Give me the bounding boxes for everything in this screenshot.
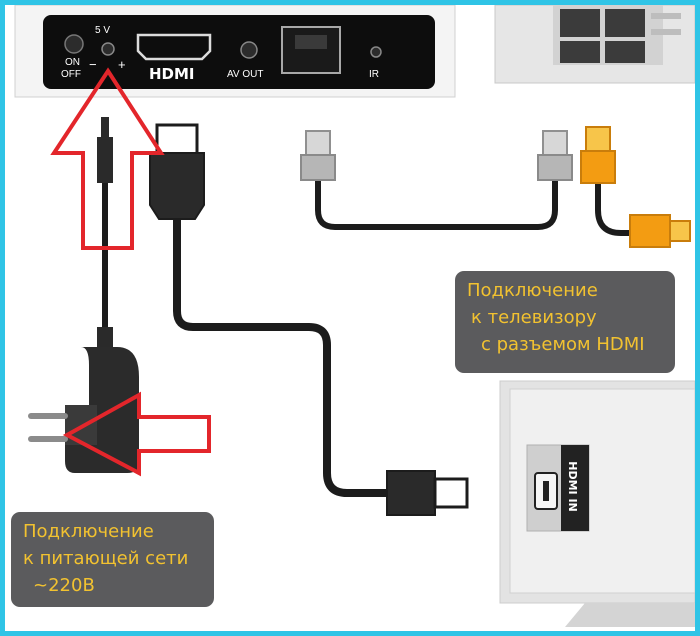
onoff-button-icon xyxy=(64,34,84,54)
power-plug-arrow xyxy=(62,391,211,477)
power-jack-icon xyxy=(101,42,115,56)
ir-label: IR xyxy=(369,69,379,80)
power-polarity-plus: + xyxy=(118,57,126,72)
router xyxy=(494,5,695,84)
ethernet-cable xyxy=(300,130,573,230)
hdmi-port-icon xyxy=(136,33,212,61)
callout-tv-line3: с разъемом HDMI xyxy=(481,334,645,355)
av-out-port-icon xyxy=(240,41,258,59)
tv-hdmi-in-label: HDMI IN xyxy=(565,461,579,512)
callout-power-connection: Подключение к питающей сети ~220В xyxy=(11,512,214,607)
power-voltage-label: 5 V xyxy=(95,25,111,36)
onoff-label-on: ON xyxy=(65,57,80,68)
hdmi-port-label: HDMI xyxy=(149,65,195,83)
callout-tv-connection: Подключение к телевизору с разъемом HDMI xyxy=(455,271,675,373)
power-jack-arrow xyxy=(50,67,165,250)
callout-power-line1: Подключение xyxy=(23,521,154,542)
ir-sensor-icon xyxy=(370,46,382,58)
hdmi-cable xyxy=(149,123,469,516)
plug-pin-icon xyxy=(28,436,68,442)
power-polarity-minus: − xyxy=(89,57,97,72)
ethernet-port-icon xyxy=(281,26,341,74)
ethernet-cable-orange xyxy=(580,126,691,248)
av-out-label: AV OUT xyxy=(227,69,264,80)
callout-power-line2: к питающей сети xyxy=(23,548,189,569)
diagram-canvas: ON OFF 5 V − + HDMI AV OUT IR HDMI IN По… xyxy=(5,5,695,631)
onoff-label-off: OFF xyxy=(61,69,81,80)
callout-tv-line1: Подключение xyxy=(467,280,598,301)
plug-pin-icon xyxy=(28,413,68,419)
set-top-box xyxy=(14,5,456,98)
connection-diagram xyxy=(14,5,695,627)
callout-power-line3: ~220В xyxy=(33,575,95,596)
tv xyxy=(499,380,695,627)
callout-tv-line2: к телевизору xyxy=(471,307,597,328)
